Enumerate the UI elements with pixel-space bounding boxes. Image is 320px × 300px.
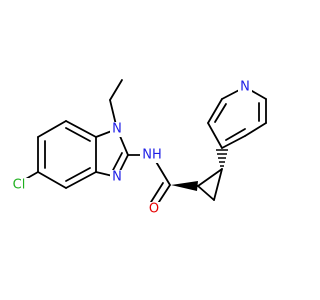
bond (65, 167, 91, 182)
bond (65, 120, 97, 138)
atom-label-pyridine-n: N (240, 80, 250, 95)
bond (37, 120, 67, 138)
bond (225, 128, 246, 141)
atom-label-amide-nh: NH (142, 148, 162, 163)
bond-layer (23, 79, 267, 206)
bond (111, 152, 123, 173)
bond (37, 171, 67, 189)
atom-label-ring-n1: N (112, 122, 122, 137)
bond (65, 171, 97, 189)
molecule-structure-diagram: N N NH O Cl N (9, 79, 267, 217)
bond (207, 122, 223, 149)
atom-label-carbonyl-o: O (149, 202, 159, 217)
bond (221, 135, 246, 149)
bond (214, 103, 227, 123)
bond (197, 185, 215, 201)
bond (109, 79, 123, 101)
atom-labels: N N NH O Cl N (9, 80, 252, 217)
bond (150, 182, 164, 203)
wedge-bond (171, 181, 198, 191)
bond (156, 184, 171, 206)
bond (213, 168, 223, 201)
hashed-bond (216, 149, 228, 167)
atom-label-chloro: Cl (13, 178, 26, 193)
bond (65, 127, 91, 142)
bond (197, 168, 223, 187)
bond (207, 98, 223, 124)
bond (244, 122, 267, 137)
atom-label-ring-n3: N (112, 170, 122, 185)
